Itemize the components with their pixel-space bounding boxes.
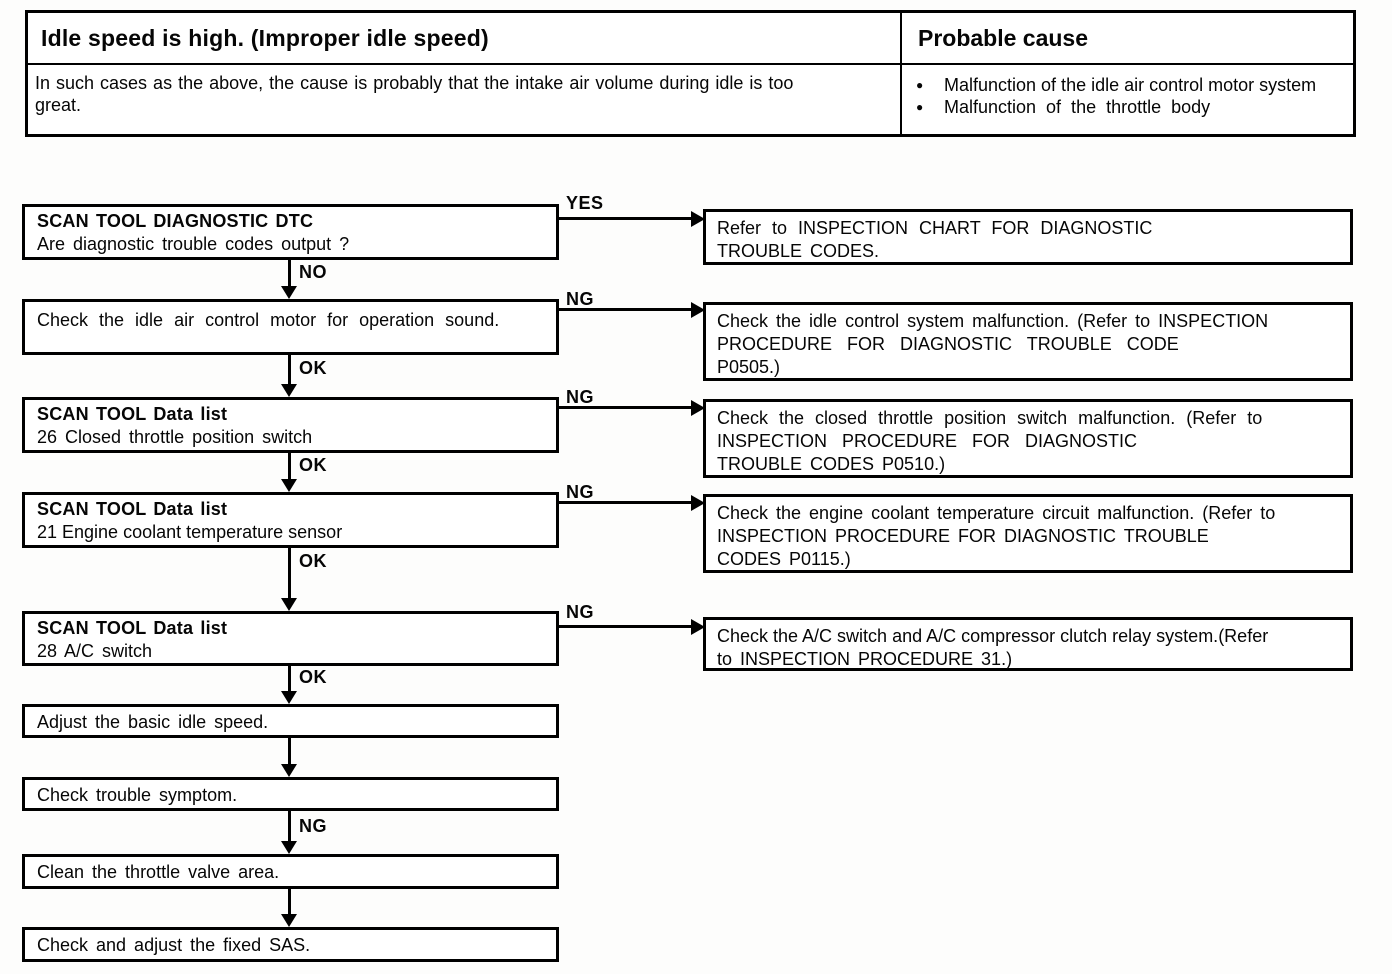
flow-line-down — [288, 809, 291, 842]
result-idle-control-p0505: Check the idle control system malfunctio… — [703, 302, 1353, 381]
branch-label-ok: OK — [299, 358, 327, 378]
result-line: Check the engine coolant temperature cir… — [717, 503, 1276, 523]
arrow-down-icon — [281, 286, 297, 299]
arrow-right-icon — [691, 619, 705, 635]
arrow-down-icon — [281, 479, 297, 492]
branch-label-ng: NG — [299, 816, 327, 836]
step-text: Adjust the basic idle speed. — [37, 712, 269, 732]
symptom-table: Idle speed is high. (Improper idle speed… — [25, 10, 1356, 137]
arrow-down-icon — [281, 384, 297, 397]
arrow-down-icon — [281, 764, 297, 777]
step-check-trouble-symptom: Check trouble symptom. — [22, 777, 559, 811]
flow-line-down — [288, 451, 291, 480]
arrow-right-icon — [691, 211, 705, 227]
flow-line-down — [288, 257, 291, 287]
result-line: Check the A/C switch and A/C compressor … — [717, 626, 1269, 646]
probable-cause-text: Malfunction of the throttle body — [944, 97, 1211, 117]
step-data-list-28: SCAN TOOL Data list 28 A/C switch — [22, 611, 559, 666]
step-scan-tool-dtc: SCAN TOOL DIAGNOSTIC DTC Are diagnostic … — [22, 204, 559, 260]
step-text: Check trouble symptom. — [37, 785, 238, 805]
branch-label-ok: OK — [299, 551, 327, 571]
step-clean-throttle-valve-area: Clean the throttle valve area. — [22, 854, 559, 889]
flow-line-right — [556, 406, 694, 409]
symptom-title: Idle speed is high. (Improper idle speed… — [28, 13, 900, 65]
result-line: TROUBLE CODES. — [717, 241, 880, 261]
result-line: Check the idle control system malfunctio… — [717, 311, 1269, 331]
result-inspection-chart-dtc: Refer to INSPECTION CHART FOR DIAGNOSTIC… — [703, 209, 1353, 265]
probable-cause-item: ● Malfunction of the idle air control mot… — [916, 74, 1353, 96]
step-check-iac-motor-sound: Check the idle air control motor for ope… — [22, 299, 559, 355]
flow-line-down — [288, 736, 291, 765]
step-subtitle: Are diagnostic trouble codes output ? — [37, 234, 350, 254]
arrow-right-icon — [691, 302, 705, 318]
result-line: TROUBLE CODES P0510.) — [717, 454, 946, 474]
result-line: Refer to INSPECTION CHART FOR DIAGNOSTIC — [717, 218, 1153, 238]
symptom-description-line: great. — [35, 95, 82, 115]
result-line: PROCEDURE FOR DIAGNOSTIC TROUBLE CODE — [717, 334, 1179, 354]
bullet-icon: ● — [916, 78, 924, 92]
flow-line-down — [288, 546, 291, 599]
probable-cause-text: Malfunction of the idle air control moto… — [944, 75, 1317, 95]
arrow-down-icon — [281, 691, 297, 704]
probable-cause-item: ● Malfunction of the throttle body — [916, 96, 1353, 118]
result-coolant-temp-p0115: Check the engine coolant temperature cir… — [703, 494, 1353, 573]
step-data-list-26: SCAN TOOL Data list 26 Closed throttle p… — [22, 397, 559, 453]
arrow-down-icon — [281, 598, 297, 611]
step-data-list-21: SCAN TOOL Data list 21 Engine coolant te… — [22, 492, 559, 548]
step-text: Check the idle air control motor for ope… — [37, 310, 500, 330]
flow-line-down — [288, 887, 291, 915]
result-line: Check the closed throttle position switc… — [717, 408, 1263, 428]
step-subtitle: 26 Closed throttle position switch — [37, 427, 313, 447]
branch-label-ng: NG — [566, 602, 594, 622]
result-line: INSPECTION PROCEDURE FOR DIAGNOSTIC TROU… — [717, 526, 1209, 546]
arrow-down-icon — [281, 914, 297, 927]
branch-label-yes: YES — [566, 193, 604, 213]
probable-cause-header: Probable cause — [900, 13, 1353, 65]
branch-label-ng: NG — [566, 289, 594, 309]
flow-line-right — [556, 625, 694, 628]
flow-line-right — [556, 501, 694, 504]
result-ac-switch-procedure-31: Check the A/C switch and A/C compressor … — [703, 617, 1353, 671]
flow-line-right — [556, 217, 694, 220]
flow-line-down — [288, 664, 291, 692]
result-line: INSPECTION PROCEDURE FOR DIAGNOSTIC — [717, 431, 1138, 451]
step-subtitle: 28 A/C switch — [37, 641, 153, 661]
result-closed-throttle-p0510: Check the closed throttle position switc… — [703, 399, 1353, 478]
arrow-right-icon — [691, 400, 705, 416]
step-title: SCAN TOOL DIAGNOSTIC DTC — [37, 211, 314, 231]
branch-label-ng: NG — [566, 482, 594, 502]
branch-label-ng: NG — [566, 387, 594, 407]
step-title: SCAN TOOL Data list — [37, 404, 228, 424]
step-title: SCAN TOOL Data list — [37, 618, 228, 638]
branch-label-ok: OK — [299, 667, 327, 687]
step-text: Check and adjust the fixed SAS. — [37, 935, 311, 955]
flow-line-right — [556, 308, 694, 311]
result-line: to INSPECTION PROCEDURE 31.) — [717, 649, 1013, 669]
arrow-right-icon — [691, 495, 705, 511]
step-check-adjust-fixed-sas: Check and adjust the fixed SAS. — [22, 927, 559, 962]
result-line: CODES P0115.) — [717, 549, 851, 569]
step-subtitle: 21 Engine coolant temperature sensor — [37, 522, 343, 542]
symptom-description-line: In such cases as the above, the cause is… — [35, 73, 794, 93]
flow-line-down — [288, 353, 291, 385]
branch-label-ok: OK — [299, 455, 327, 475]
arrow-down-icon — [281, 841, 297, 854]
symptom-description: In such cases as the above, the cause is… — [28, 65, 900, 134]
probable-cause-list: ● Malfunction of the idle air control mot… — [900, 65, 1353, 134]
branch-label-no: NO — [299, 262, 327, 282]
result-line: P0505.) — [717, 357, 781, 377]
step-title: SCAN TOOL Data list — [37, 499, 228, 519]
step-adjust-basic-idle-speed: Adjust the basic idle speed. — [22, 704, 559, 738]
bullet-icon: ● — [916, 100, 924, 114]
step-text: Clean the throttle valve area. — [37, 862, 280, 882]
